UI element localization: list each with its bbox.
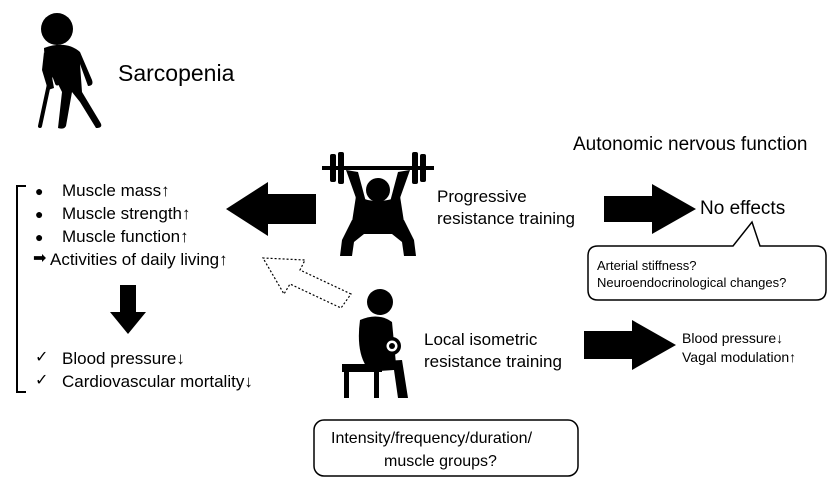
isometric-label-1: Local isometric [424, 330, 538, 349]
outcome-muscle-strength: Muscle strength↑ [62, 204, 191, 223]
callout-line-2: Neuroendocrinological changes? [597, 275, 787, 290]
isometric-label-2: resistance training [424, 352, 562, 371]
bottom-box-line-1: Intensity/frequency/duration/ [331, 430, 533, 447]
check-marker: ✓ [35, 372, 49, 389]
bullet-marker: ● [35, 229, 44, 245]
right-arrow-progressive [604, 184, 696, 234]
weightlifter-icon [322, 152, 434, 256]
no-effects-label: No effects [700, 198, 786, 219]
down-arrow-solid [110, 285, 146, 334]
outcome-muscle-function: Muscle function↑ [62, 227, 189, 246]
dotted-arrow [261, 257, 352, 309]
isometric-result-2: Vagal modulation↑ [682, 349, 797, 365]
title-sarcopenia: Sarcopenia [118, 60, 235, 86]
arrow-marker: ➡ [33, 250, 47, 267]
isometric-result-1: Blood pressure↓ [682, 330, 784, 346]
bottom-box-line-2: muscle groups? [384, 453, 497, 470]
outcome-blood-pressure: Blood pressure↓ [62, 349, 185, 368]
outcome-cv-mortality: Cardiovascular mortality↓ [62, 372, 253, 391]
left-arrow-solid [226, 182, 316, 236]
bottom-box [313, 419, 579, 477]
elderly-person-with-cane-icon [38, 13, 102, 129]
progressive-label-1: Progressive [437, 187, 527, 206]
callout-box [587, 220, 827, 301]
callout-line-1: Arterial stiffness? [597, 258, 697, 273]
progressive-label-2: resistance training [437, 209, 575, 228]
outcome-adl: Activities of daily living↑ [50, 250, 228, 269]
check-marker: ✓ [35, 349, 49, 366]
bullet-marker: ● [35, 206, 44, 222]
outcome-muscle-mass: Muscle mass↑ [62, 181, 170, 200]
autonomic-label: Autonomic nervous function [573, 134, 808, 155]
right-arrow-isometric [584, 320, 676, 370]
bullet-marker: ● [35, 183, 44, 199]
outcomes-bracket [16, 185, 26, 393]
seated-dumbbell-person-icon [342, 289, 408, 398]
